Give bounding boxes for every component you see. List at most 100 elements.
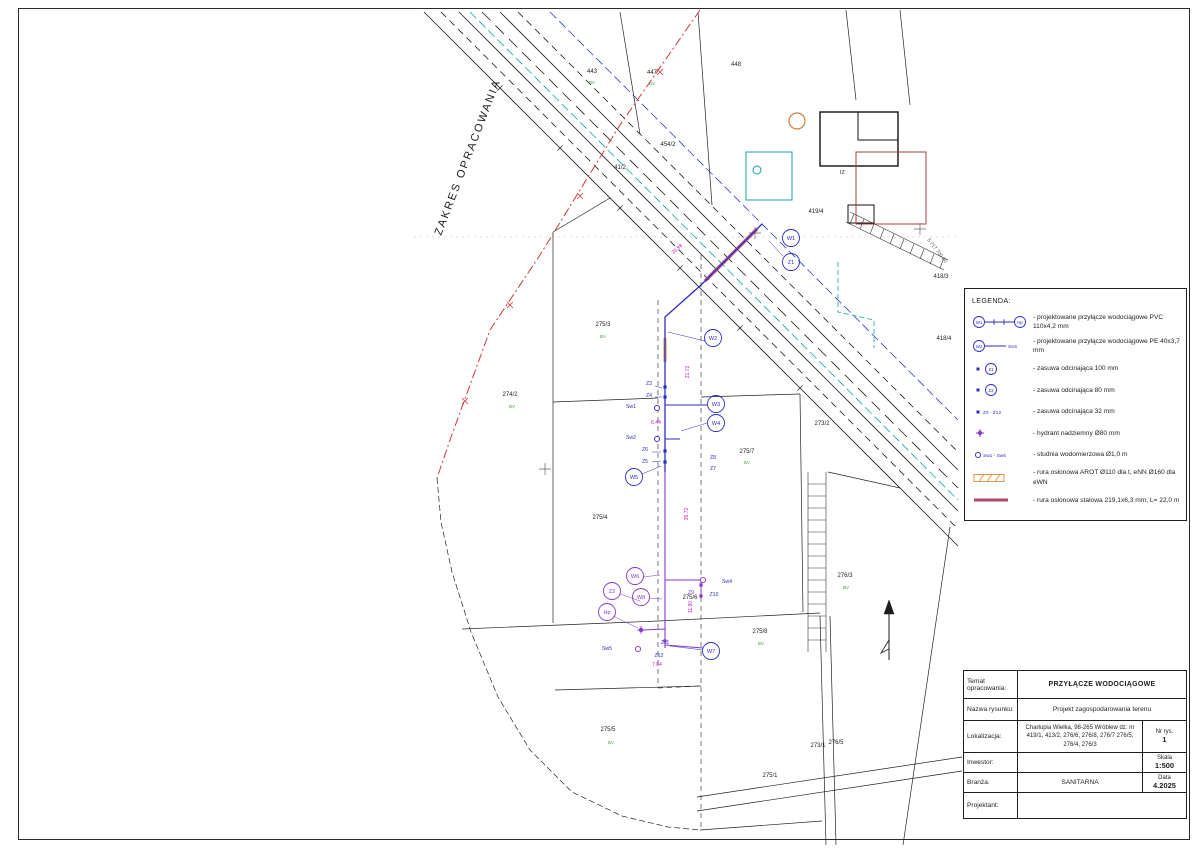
legend-item-text: - zasuwa odcinająca 100 mm bbox=[1033, 365, 1119, 373]
parcel-label: 418/4 bbox=[936, 336, 952, 342]
legend-symbol-arot bbox=[972, 470, 1028, 486]
legend-symbol-steel bbox=[972, 492, 1028, 508]
survey-crosses bbox=[539, 223, 926, 475]
dimension-label: 33.98 bbox=[671, 243, 684, 256]
node-w5: W5 bbox=[625, 468, 643, 486]
legend-item: - rura osłonowa stalowa 219,1x6,3 mm, L=… bbox=[972, 492, 1180, 508]
svg-text:W1: W1 bbox=[787, 236, 795, 242]
legend-item-text: - studnia wodomierzowa Ø1,0 m bbox=[1033, 451, 1128, 459]
coordinate-label: 5 717 700.00 bbox=[925, 238, 948, 265]
svg-text:Z3 - Z12: Z3 - Z12 bbox=[983, 410, 1001, 416]
parcel-label: 276/3 bbox=[837, 573, 853, 579]
road-edge bbox=[499, 11, 959, 471]
node-label-sw5: Sw5 bbox=[602, 646, 612, 652]
orange-manhole bbox=[788, 112, 806, 130]
legend-item-text: - projektowane przyłącze wodociągowe PE … bbox=[1033, 337, 1180, 355]
building-small bbox=[847, 204, 875, 224]
parcel-label: 418/3 bbox=[933, 274, 949, 280]
node-label-z8: Z8 bbox=[710, 455, 716, 461]
valve-symbol bbox=[663, 385, 667, 389]
node-label-z12: Z12 bbox=[655, 653, 664, 659]
embankment-hatch bbox=[845, 211, 949, 271]
titleblock-skala-label: Skala bbox=[1156, 755, 1172, 761]
node-leaders bbox=[641, 240, 784, 651]
dimension-label: 7.84 bbox=[652, 662, 662, 668]
building-label: IZ bbox=[840, 170, 846, 176]
node-z1: Z1 bbox=[782, 253, 800, 271]
parcel-label: 443 bbox=[587, 69, 598, 75]
soil-class-label: BV bbox=[744, 460, 750, 465]
existing-teal-line bbox=[469, 11, 959, 501]
titleblock-nr-rys-value: 1 bbox=[1162, 735, 1167, 744]
parcel-label: 273/1 bbox=[810, 743, 826, 749]
titleblock-data-label: Data bbox=[1158, 775, 1171, 781]
node-z2: Z2 bbox=[603, 582, 621, 600]
svg-text:W6: W6 bbox=[631, 574, 639, 580]
legend-item: Z3 - Z12- zasuwa odcinająca 32 mm bbox=[972, 404, 1180, 420]
hydrant-symbol bbox=[637, 626, 645, 634]
svg-text:W7: W7 bbox=[707, 649, 715, 655]
node-label-z5: Z5 bbox=[642, 459, 648, 465]
parcel-label: 276/5 bbox=[828, 740, 844, 746]
titleblock-nr-rys-label: Nr rys. bbox=[1155, 729, 1174, 735]
parcel-label: 275/5 bbox=[600, 727, 616, 733]
north-arrow bbox=[879, 599, 895, 660]
node-label-z9: Z9 bbox=[688, 590, 694, 596]
parcel-label: 454/2 bbox=[660, 142, 676, 148]
svg-text:Z2: Z2 bbox=[609, 589, 615, 595]
parcel-label: 41/2 bbox=[614, 165, 626, 171]
soil-class-label: BV bbox=[589, 80, 595, 85]
node-label-sw1: Sw1 bbox=[626, 404, 636, 410]
titleblock-projektant-label: Projektant: bbox=[963, 792, 1018, 819]
parcel-label: 275/6 bbox=[682, 595, 698, 601]
existing-teal-branch bbox=[837, 262, 875, 348]
valve-symbol bbox=[699, 583, 703, 587]
node-label-z3: Z3 bbox=[646, 381, 652, 387]
soil-class-label: BV bbox=[649, 81, 655, 86]
valve-symbol bbox=[699, 594, 703, 598]
titleblock-temat-value: PRZYŁĄCZE WODOCIĄGOWE bbox=[1017, 670, 1187, 699]
legend-symbol-well: Sw1 - Sw5 bbox=[972, 447, 1028, 463]
svg-text:Sw1 - Sw5: Sw1 - Sw5 bbox=[983, 453, 1006, 459]
legend-item: - hydrant nadziemny Ø80 mm bbox=[972, 425, 1180, 441]
svg-text:W8: W8 bbox=[637, 595, 645, 601]
node-w1: W1 bbox=[782, 229, 800, 247]
soil-class-label: BV bbox=[509, 404, 515, 409]
road-ticks bbox=[497, 85, 803, 391]
dimension-label: 35.72 bbox=[684, 508, 690, 521]
building-outline bbox=[819, 111, 899, 167]
water-meter-well-symbol bbox=[699, 576, 707, 584]
valve-symbol bbox=[663, 460, 667, 464]
svg-text:W5: W5 bbox=[630, 475, 638, 481]
svg-text:Z1: Z1 bbox=[988, 367, 994, 372]
teal-structure bbox=[745, 151, 793, 201]
titleblock-branza-value: SANITARNA bbox=[1017, 772, 1143, 793]
svg-text:Z2: Z2 bbox=[988, 388, 994, 393]
titleblock-temat-label: Temat opracowania: bbox=[963, 670, 1018, 699]
titleblock-skala-value: 1:500 bbox=[1154, 761, 1175, 770]
soil-class-label: BV bbox=[758, 641, 764, 646]
titleblock-lokalizacja-value: Charłupia Wielka, 98-265 Wróblew dz. nr … bbox=[1017, 720, 1143, 753]
titleblock-nazwa-label: Nazwa rysunku: bbox=[963, 698, 1018, 721]
titleblock-skala: Skala 1:500 bbox=[1142, 752, 1187, 773]
parcel-label: 275/4 bbox=[592, 515, 608, 521]
legend-item-text: - rura osłonowa stalowa 219,1x6,3 mm, L=… bbox=[1033, 496, 1180, 504]
node-leaders bbox=[612, 574, 663, 629]
valve-symbol bbox=[663, 449, 667, 453]
svg-text:Hp: Hp bbox=[603, 610, 610, 616]
svg-text:Sw1: Sw1 bbox=[1008, 344, 1018, 350]
node-label-sw2: Sw2 bbox=[626, 435, 636, 441]
water-meter-well-symbol bbox=[653, 435, 661, 443]
parcel-label: 448 bbox=[731, 62, 742, 68]
node-w2: W2 bbox=[704, 329, 722, 347]
parcel-label: 275/7 bbox=[739, 449, 755, 455]
water-meter-well-symbol bbox=[634, 645, 642, 653]
water-meter-well-symbol bbox=[653, 404, 661, 412]
svg-text:Z1: Z1 bbox=[788, 260, 794, 266]
pipe-pvc bbox=[664, 223, 763, 472]
parcel-label: 275/8 bbox=[752, 629, 768, 635]
